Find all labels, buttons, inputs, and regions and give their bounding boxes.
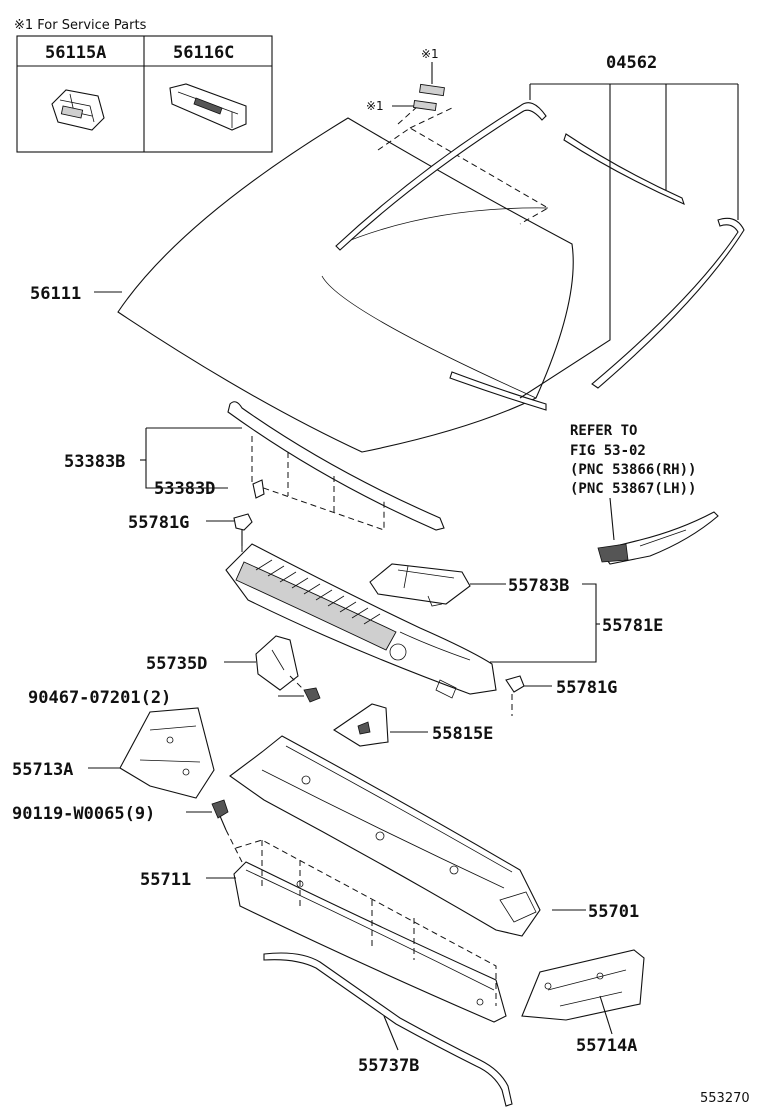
label-55735d[interactable]: 55735D <box>146 654 207 674</box>
refer-line2: FIG 53-02 <box>570 443 646 459</box>
label-55714a[interactable]: 55714A <box>576 1036 637 1056</box>
part-number-56115a[interactable]: 56115A <box>45 43 106 63</box>
seal-55737b: 55737B <box>263 952 513 1107</box>
bracket-55815e: 55815E <box>332 703 493 747</box>
figure-number: 553270 <box>700 1091 750 1106</box>
cowl-seal: 53383B 53383D <box>64 401 445 531</box>
refer-line3: (PNC 53866(RH)) <box>570 462 696 478</box>
cowl-louver <box>225 543 513 716</box>
part-number-56116c[interactable]: 56116C <box>173 43 234 63</box>
label-55711[interactable]: 55711 <box>140 870 191 890</box>
clip-56115a-illustration <box>51 89 105 131</box>
bolt-90119: 90119-W0065(9) <box>12 799 243 863</box>
service-parts-table: ※1 For Service Parts 56115A 56116C <box>14 18 273 153</box>
bracket-55735d: 55735D 90467-07201(2) <box>28 635 321 708</box>
clip-55781g-top: 55781G <box>128 513 253 566</box>
windshield-glass <box>117 105 574 453</box>
label-55737b[interactable]: 55737B <box>358 1056 419 1076</box>
clip-56116c-illustration <box>169 83 247 131</box>
refer-line1: REFER TO <box>570 423 637 439</box>
cowl-panel-55711: 55711 <box>140 839 507 1023</box>
side-panel-55713a: 55713A <box>12 707 215 799</box>
label-55713a[interactable]: 55713A <box>12 760 73 780</box>
label-04562[interactable]: 04562 <box>606 53 657 73</box>
label-90467-07201[interactable]: 90467-07201(2) <box>28 688 171 708</box>
label-55815e[interactable]: 55815E <box>432 724 493 744</box>
label-53383b[interactable]: 53383B <box>64 452 125 472</box>
label-55701[interactable]: 55701 <box>588 902 639 922</box>
label-55781e[interactable]: 55781E <box>602 616 663 636</box>
clip-55781g-right: 55781G <box>505 675 617 698</box>
service-mark-left: ※1 <box>366 99 384 113</box>
refer-line4: (PNC 53867(LH)) <box>570 481 696 497</box>
service-mark-top: ※1 <box>421 47 439 61</box>
label-53383d[interactable]: 53383D <box>154 479 215 499</box>
wiper-arm-reference: REFER TO FIG 53-02 (PNC 53866(RH)) (PNC … <box>570 423 719 565</box>
label-55781g-top[interactable]: 55781G <box>128 513 189 533</box>
side-panel-55714a: 55714A <box>521 949 645 1056</box>
label-90119-w0065[interactable]: 90119-W0065(9) <box>12 804 155 824</box>
label-55781g-right[interactable]: 55781G <box>556 678 617 698</box>
windshield-moulding-set: 04562 <box>335 53 745 411</box>
label-56111[interactable]: 56111 <box>30 284 81 304</box>
bracket-55783b: 55783B 55781E <box>369 563 663 663</box>
label-55783b[interactable]: 55783B <box>508 576 569 596</box>
service-clips-marks: ※1 ※1 <box>366 47 445 113</box>
service-parts-note: ※1 For Service Parts <box>14 18 147 33</box>
cowl-panel-55701: 55701 <box>229 735 639 937</box>
